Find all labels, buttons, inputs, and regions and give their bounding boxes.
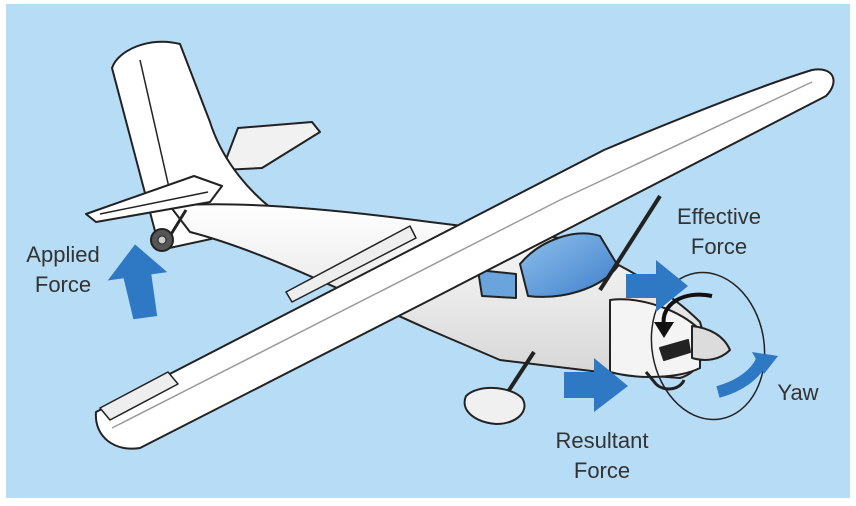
tail-wheel-strut xyxy=(168,209,188,237)
resultant-force-label-line1: Resultant xyxy=(555,428,649,453)
rotation-arrowhead xyxy=(654,322,674,338)
cowling-vent xyxy=(659,339,691,361)
aileron-near xyxy=(99,371,179,421)
flap xyxy=(285,225,417,303)
propeller-spinner xyxy=(691,325,731,361)
applied-force-label: Applied Force xyxy=(12,240,114,300)
rudder-line xyxy=(139,59,171,193)
yaw-label: Yaw xyxy=(777,380,819,405)
nose-gear xyxy=(644,371,686,391)
effective-force-label-line1: Effective xyxy=(677,204,761,229)
main-wing xyxy=(94,68,835,450)
effective-force-arrow xyxy=(626,260,688,312)
wing-leading-edge-shade xyxy=(111,81,813,429)
rotation-direction-arrow xyxy=(661,292,713,327)
effective-force-label: Effective Force xyxy=(664,202,774,262)
wing-strut xyxy=(598,194,662,292)
applied-force-label-line2: Force xyxy=(34,272,92,297)
wheel-fairing xyxy=(463,386,526,425)
tail-wheel-hub xyxy=(157,235,167,245)
effective-force-label-line2: Force xyxy=(690,234,748,259)
resultant-force-label-line2: Force xyxy=(573,458,631,483)
side-window xyxy=(477,269,517,299)
applied-force-label-line1: Applied xyxy=(26,242,100,267)
resultant-force-label: Resultant Force xyxy=(536,426,668,486)
airplane xyxy=(85,40,835,450)
yaw-arrowhead xyxy=(752,352,778,374)
applied-force-arrow xyxy=(107,244,168,320)
propeller-disc xyxy=(650,271,766,421)
windshield xyxy=(519,232,619,298)
elevator-line xyxy=(99,191,209,215)
resultant-force-arrow xyxy=(564,358,628,412)
